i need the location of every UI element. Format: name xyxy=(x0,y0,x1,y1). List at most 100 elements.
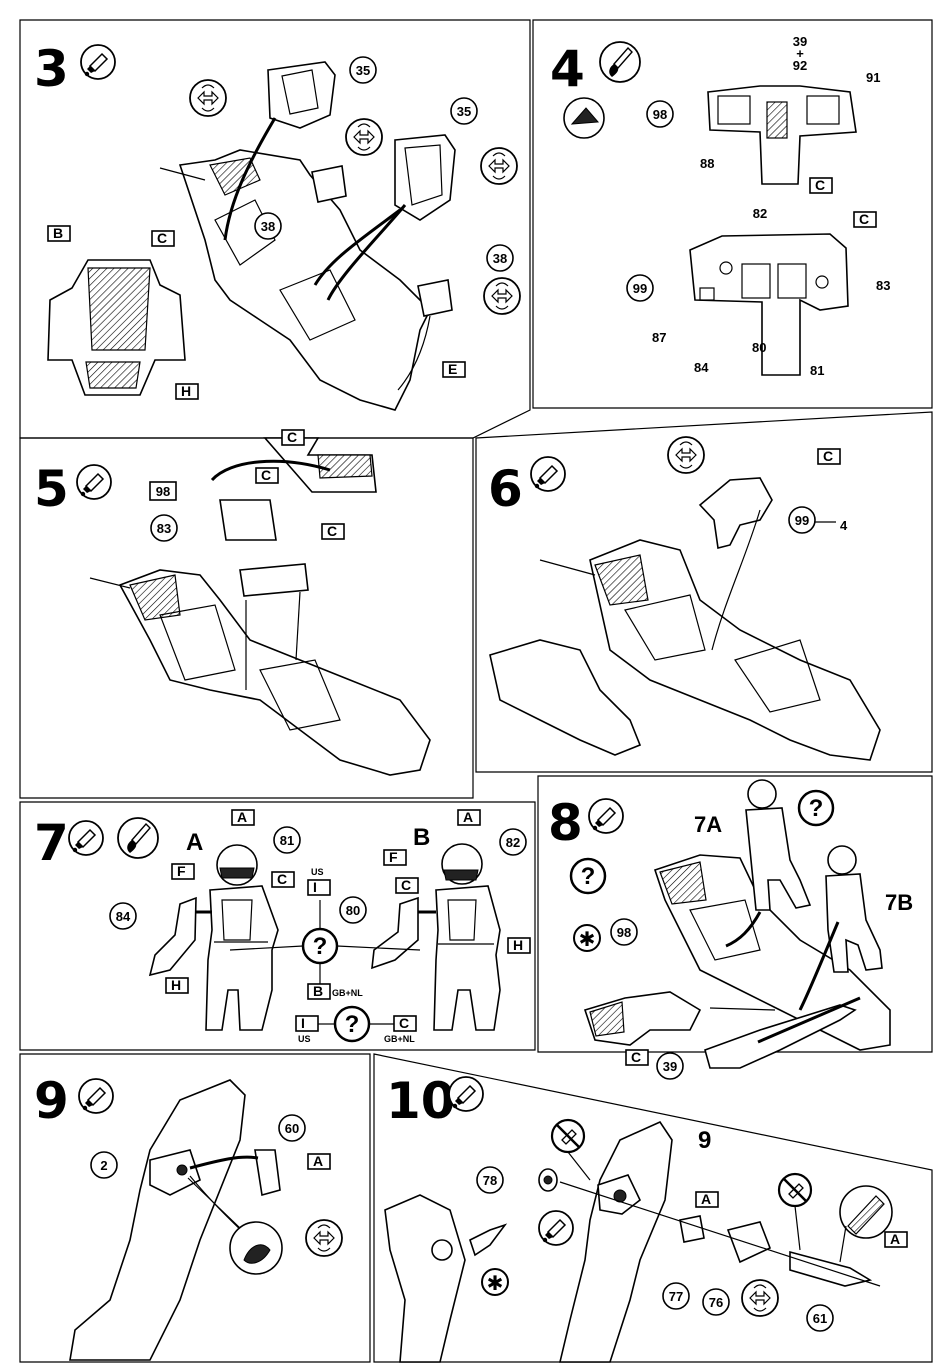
region-note-gbnl: GB+NL xyxy=(384,1034,415,1044)
svg-text:F: F xyxy=(177,863,186,879)
region-note-gbnl: GB+NL xyxy=(332,988,363,998)
flag-C: C xyxy=(256,467,278,483)
svg-text:82: 82 xyxy=(506,835,520,850)
svg-text:A: A xyxy=(890,1231,900,1247)
step-number: 10 xyxy=(386,1072,456,1130)
svg-text:C: C xyxy=(401,877,411,893)
flag-C: C xyxy=(818,448,840,464)
rotate-icon xyxy=(484,278,520,314)
svg-text:A: A xyxy=(463,809,473,825)
part-61 xyxy=(790,1252,870,1286)
svg-text:C: C xyxy=(859,211,869,227)
callout-35-right: 35 xyxy=(451,98,477,124)
arm-part-84 xyxy=(150,898,196,975)
svg-text:C: C xyxy=(823,448,833,464)
part-98 xyxy=(220,500,276,540)
question-icon xyxy=(571,859,605,893)
no-glue-icon xyxy=(552,1120,584,1152)
flag-C: C xyxy=(854,211,876,227)
svg-text:H: H xyxy=(181,383,191,399)
svg-text:81: 81 xyxy=(280,833,294,848)
decal-strip-icon xyxy=(840,1186,892,1238)
svg-text:38: 38 xyxy=(261,219,275,234)
callout-4: 4 xyxy=(840,518,848,533)
svg-text:H: H xyxy=(171,977,181,993)
fuselage-inset xyxy=(385,1195,465,1362)
flag-C: C xyxy=(394,1015,416,1031)
callout-38-right: 38 xyxy=(487,245,513,271)
step-number: 8 xyxy=(548,794,583,852)
svg-text:I: I xyxy=(301,1015,305,1031)
figure-a-label: A xyxy=(186,829,203,856)
svg-text:76: 76 xyxy=(709,1295,723,1310)
part-83 xyxy=(240,564,308,596)
svg-text:C: C xyxy=(399,1015,409,1031)
svg-text:C: C xyxy=(261,467,271,483)
step-number: 5 xyxy=(34,460,69,518)
rotate-icon xyxy=(742,1280,778,1316)
svg-text:98: 98 xyxy=(653,107,667,122)
callout-2: 2 xyxy=(91,1152,117,1178)
flag-I: I xyxy=(308,879,330,895)
region-note-us: US xyxy=(298,1034,311,1044)
svg-text:C: C xyxy=(327,523,337,539)
callout-7a: 7A xyxy=(694,812,722,837)
step-number: 6 xyxy=(488,460,523,518)
callout-98: 98 xyxy=(150,482,176,500)
step-9: 9 2 60 A xyxy=(34,1072,342,1360)
pilot-figure-b xyxy=(434,844,500,1030)
star-icon xyxy=(482,1269,508,1295)
callout-38-left: 38 xyxy=(255,213,281,239)
callout-61: 61 xyxy=(807,1305,833,1331)
callout-80: 80 xyxy=(340,897,366,923)
flag-C: C xyxy=(396,877,418,893)
callout-84: 84 xyxy=(694,360,709,375)
callout-80: 80 xyxy=(752,340,766,355)
glue-tube-icon xyxy=(589,799,623,833)
glue-tube-icon xyxy=(531,457,565,491)
svg-text:35: 35 xyxy=(356,63,370,78)
part-77 xyxy=(680,1216,704,1242)
callout-83: 83 xyxy=(151,515,177,541)
svg-text:I: I xyxy=(313,879,317,895)
flag-A: A xyxy=(696,1191,718,1207)
figure-b-label: B xyxy=(413,824,430,851)
rotate-icon xyxy=(346,119,382,155)
question-icon xyxy=(335,1007,369,1041)
svg-text:F: F xyxy=(389,849,398,865)
callout-76: 76 xyxy=(703,1289,729,1315)
svg-text:60: 60 xyxy=(285,1121,299,1136)
callout-99: 99 xyxy=(789,507,815,533)
step-number: 7 xyxy=(34,814,69,872)
rotate-icon xyxy=(668,437,704,473)
callout-35-upper: 35 xyxy=(350,57,376,83)
flag-I: I xyxy=(296,1015,318,1031)
fuselage-part xyxy=(70,1080,245,1360)
svg-text:A: A xyxy=(701,1191,711,1207)
step-6: 6 99 4 C xyxy=(488,437,880,760)
svg-text:92: 92 xyxy=(793,58,807,73)
glue-point-icon xyxy=(230,1222,282,1274)
flag-F: F xyxy=(172,863,194,879)
flag-E: E xyxy=(443,361,465,377)
step-number: 4 xyxy=(550,40,585,98)
svg-text:99: 99 xyxy=(633,281,647,296)
svg-text:C: C xyxy=(277,871,287,887)
svg-text:38: 38 xyxy=(493,251,507,266)
flag-H: H xyxy=(166,977,188,993)
callout-39: 39 xyxy=(657,1053,683,1079)
glue-tube-icon xyxy=(539,1211,573,1245)
step-number: 9 xyxy=(34,1072,69,1130)
callout-83: 83 xyxy=(876,278,890,293)
flag-C: C xyxy=(810,177,832,193)
flag-A: A xyxy=(308,1153,330,1169)
callout-81: 81 xyxy=(274,827,300,853)
svg-text:C: C xyxy=(287,429,297,445)
svg-text:80: 80 xyxy=(346,903,360,918)
glue-tube-icon xyxy=(449,1077,483,1111)
part-78 xyxy=(539,1169,557,1191)
callout-39-92: 39 + 92 xyxy=(793,34,807,73)
flag-A: A xyxy=(885,1231,907,1247)
decal-icon xyxy=(564,98,604,138)
